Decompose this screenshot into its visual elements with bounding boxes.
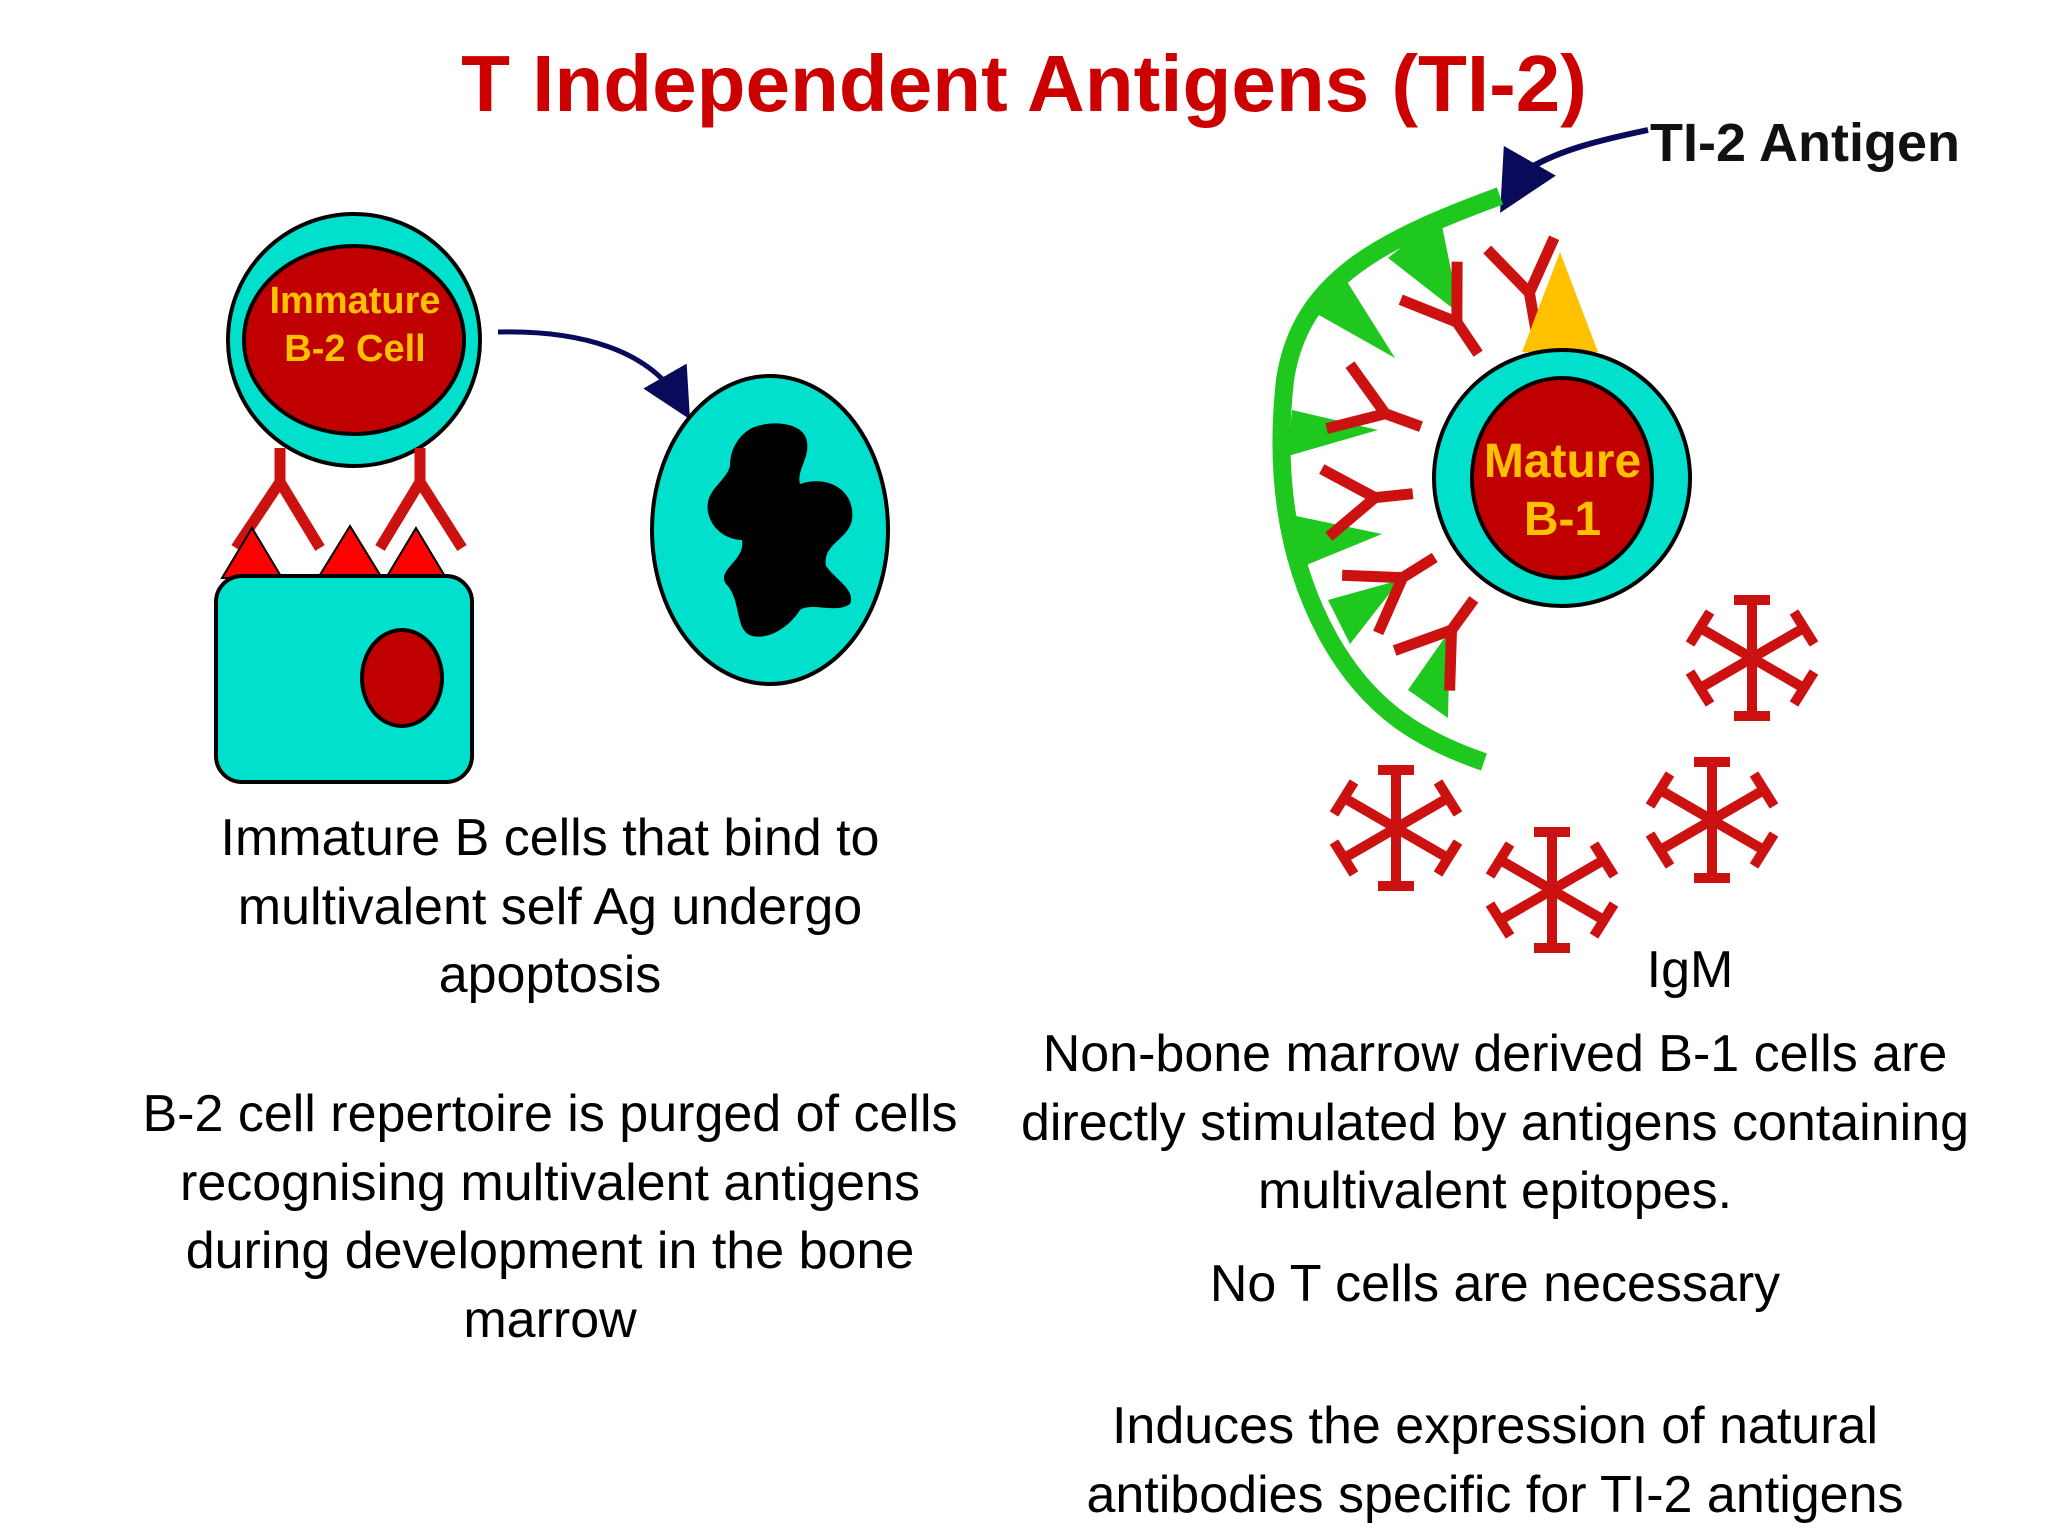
apoptosis-description: Immature B cells that bind to multivalen… bbox=[220, 809, 880, 1005]
immature-cell-label-line2: B-2 Cell bbox=[284, 327, 426, 370]
igm-1 bbox=[1685, 595, 1819, 721]
igm-3 bbox=[1329, 765, 1463, 891]
yellow-antigen bbox=[1522, 252, 1598, 352]
b-cell-receptors bbox=[231, 448, 467, 552]
self-antigen-3 bbox=[384, 526, 448, 579]
apoptosis-arrow bbox=[497, 329, 691, 420]
igm-label: IgM bbox=[1646, 941, 1734, 999]
b1-stimulation-description: Non-bone marrow derived B-1 cells are di… bbox=[1020, 1025, 1970, 1221]
self-antigen-2 bbox=[316, 524, 384, 579]
repertoire-description: B-2 cell repertoire is purged of cells r… bbox=[142, 1085, 958, 1349]
immature-cell-label-line1: Immature bbox=[269, 280, 441, 322]
mature-cell-label-line1: Mature bbox=[1483, 435, 1642, 488]
igm-2 bbox=[1645, 757, 1779, 883]
self-antigen-1 bbox=[220, 526, 284, 579]
immature-cell-label: Immature B-2 Cell bbox=[230, 278, 480, 373]
receptor-right bbox=[375, 448, 467, 551]
natural-antibodies-description: Induces the expression of natural antibo… bbox=[1086, 1397, 1904, 1524]
self-antigen-triangles bbox=[220, 524, 448, 579]
page-title: T Independent Antigens (TI-2) bbox=[461, 39, 1587, 128]
apoptotic-cell bbox=[650, 374, 890, 686]
presenting-cell bbox=[214, 574, 474, 784]
igm-4 bbox=[1485, 827, 1619, 953]
antigen-backbone bbox=[1272, 187, 1504, 771]
b1-cell-receptors bbox=[1319, 235, 1560, 691]
ti2-antigen-polymer bbox=[1272, 187, 1504, 771]
ti2-antigen-arrow bbox=[1500, 127, 1649, 213]
igm-pentamers bbox=[1329, 595, 1819, 953]
ti2-antigen-label: TI-2 Antigen bbox=[1650, 113, 1960, 173]
fragmented-nucleus bbox=[707, 423, 853, 637]
antigen-epitopes bbox=[1288, 216, 1460, 718]
no-t-cells-note: No T cells are necessary bbox=[1209, 1255, 1781, 1313]
mature-b1-cell bbox=[1432, 348, 1692, 608]
receptor-left bbox=[231, 448, 325, 552]
mature-cell-label: Mature B-1 bbox=[1455, 433, 1670, 548]
mature-cell-label-line2: B-1 bbox=[1523, 492, 1602, 546]
immature-b2-cell bbox=[226, 212, 482, 468]
